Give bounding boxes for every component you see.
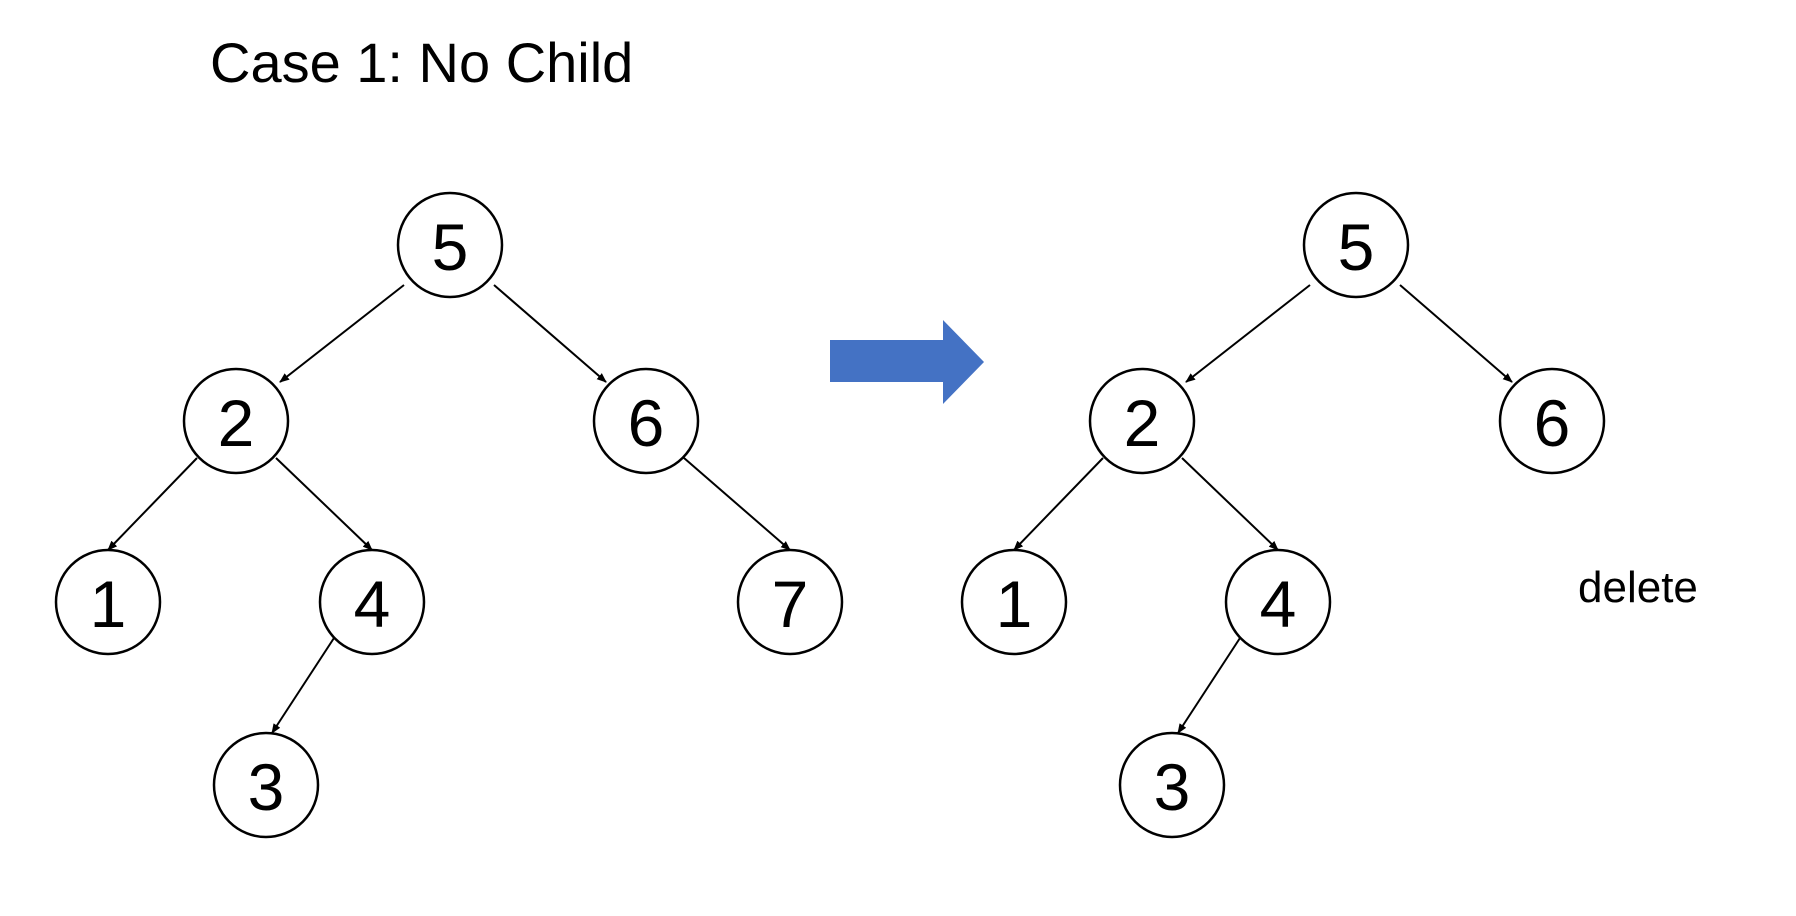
node-label: 2 xyxy=(1124,386,1161,460)
node-label: 3 xyxy=(248,750,285,824)
tree-node-2: 2 xyxy=(182,367,290,475)
tree-node-3: 3 xyxy=(212,731,320,839)
before-tree-edges xyxy=(107,284,791,734)
tree-node-6: 6 xyxy=(592,367,700,475)
node-label: 5 xyxy=(432,210,469,284)
tree-node-2: 2 xyxy=(1088,367,1196,475)
node-label: 4 xyxy=(1260,567,1297,641)
tree-node-1: 1 xyxy=(960,548,1068,656)
edge-2-to-1 xyxy=(1013,457,1104,551)
node-label: 5 xyxy=(1338,210,1375,284)
before-tree-nodes: 5 2 6 1 4 7 3 xyxy=(54,191,844,839)
node-label: 3 xyxy=(1154,750,1191,824)
tree-node-3: 3 xyxy=(1118,731,1226,839)
tree-node-4: 4 xyxy=(318,548,426,656)
node-label: 2 xyxy=(218,386,255,460)
edge-4-to-3 xyxy=(1177,637,1241,734)
edge-6-to-7 xyxy=(683,457,791,551)
tree-node-5: 5 xyxy=(1302,191,1410,299)
tree-node-5: 5 xyxy=(396,191,504,299)
delete-annotation: delete xyxy=(1578,563,1698,612)
diagram-title: Case 1: No Child xyxy=(210,31,634,94)
edge-4-to-3 xyxy=(271,637,335,734)
edge-2-to-4 xyxy=(275,457,373,551)
node-label: 7 xyxy=(772,567,809,641)
tree-node-6: 6 xyxy=(1498,367,1606,475)
edge-2-to-4 xyxy=(1181,457,1279,551)
node-label: 4 xyxy=(354,567,391,641)
edge-5-to-6 xyxy=(493,284,607,383)
node-label: 6 xyxy=(1534,386,1571,460)
edge-5-to-2 xyxy=(279,284,405,383)
after-tree-edges xyxy=(1013,284,1513,734)
tree-node-1: 1 xyxy=(54,548,162,656)
node-label: 1 xyxy=(90,567,127,641)
edge-5-to-2 xyxy=(1185,284,1311,383)
node-label: 6 xyxy=(628,386,665,460)
after-tree-nodes: 5 2 6 1 4 3 xyxy=(960,191,1606,839)
right-arrow-icon xyxy=(830,320,984,404)
tree-node-7-deleted: 7 xyxy=(736,548,844,656)
edge-5-to-6 xyxy=(1399,284,1513,383)
tree-node-4: 4 xyxy=(1224,548,1332,656)
node-label: 1 xyxy=(996,567,1033,641)
edge-2-to-1 xyxy=(107,457,198,551)
